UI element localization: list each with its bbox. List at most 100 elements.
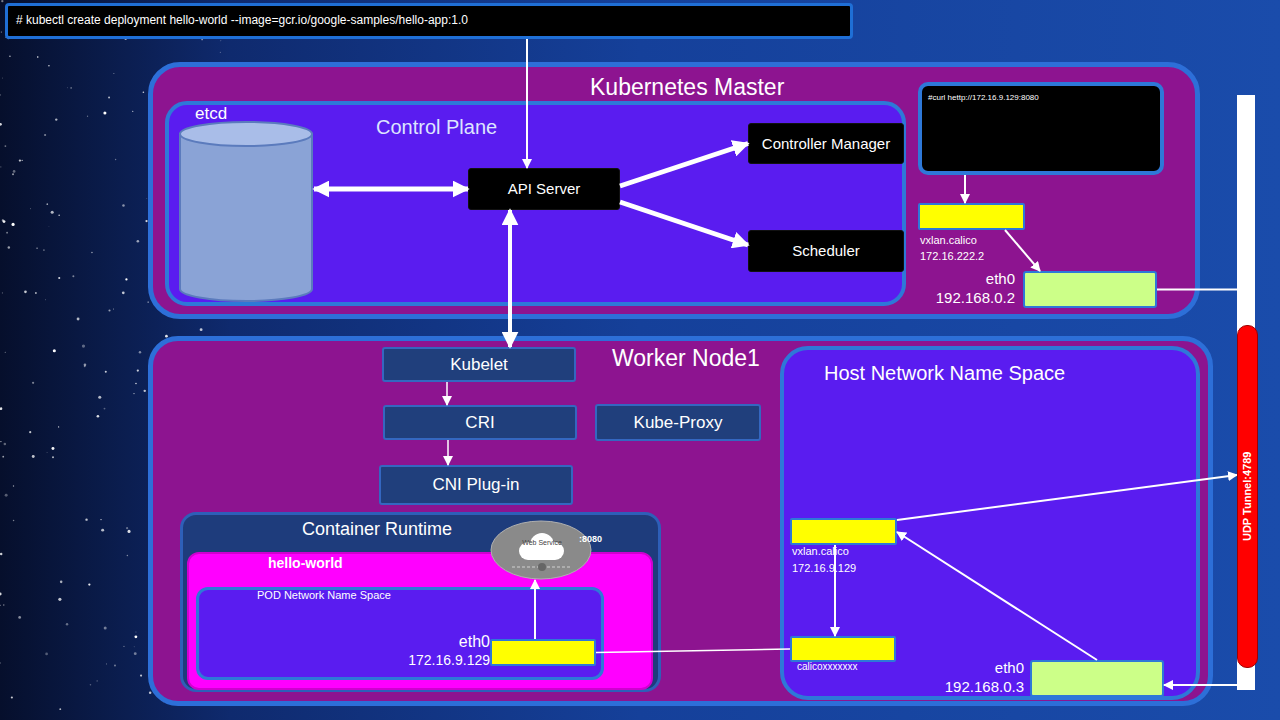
star-dot	[36, 247, 37, 248]
cylinder-body	[180, 134, 312, 301]
interface-box: vxlan.calico172.16.222.2	[918, 203, 1025, 230]
cluster-box: Kubernetes MasterControl Plane etcd API Se…	[148, 62, 1200, 319]
star-dot	[2, 219, 4, 221]
star-dot	[90, 684, 92, 686]
star-dot	[149, 691, 152, 694]
node-text: API Server	[508, 180, 581, 197]
star-dot	[98, 396, 101, 399]
star-dot	[6, 232, 8, 234]
tunnel-band: UDP Tunnel:4789	[1237, 325, 1258, 668]
star-dot	[3, 604, 4, 605]
star-dot	[200, 328, 203, 331]
star-dot	[143, 91, 145, 93]
agent-box: Kube-Proxy	[595, 404, 761, 441]
star-dot	[11, 223, 14, 226]
node-text: 192.168.0.3	[945, 678, 1024, 695]
star-dot	[48, 226, 50, 228]
star-dot	[4, 145, 6, 147]
node-text: Container Runtime	[302, 519, 452, 540]
node-text: Kubelet	[450, 355, 508, 375]
star-dot	[105, 371, 107, 373]
node-text: eth0	[459, 633, 490, 651]
star-dot	[220, 52, 221, 53]
star-dot	[48, 65, 49, 66]
star-dot	[139, 351, 141, 353]
star-dot	[100, 519, 101, 520]
star-dot	[122, 204, 125, 207]
star-dot	[127, 555, 129, 557]
star-dot	[1, 31, 2, 32]
star-dot	[37, 56, 39, 58]
node-text: CNI Plug-in	[433, 475, 520, 495]
star-dot	[58, 214, 59, 215]
star-dot	[0, 605, 1, 606]
namespace-box: Host Network Name Spacevxlan.calico172.1…	[780, 346, 1200, 700]
cloud-dot	[538, 563, 546, 571]
nic-box: eth0192.168.0.3	[1030, 660, 1164, 697]
node-text: # kubectl create deployment hello-world …	[16, 14, 468, 28]
star-dot	[66, 623, 68, 625]
node-text: hello-world	[268, 555, 343, 571]
star-dot	[0, 553, 2, 555]
star-dot	[13, 170, 16, 173]
star-dot	[19, 159, 21, 161]
terminal-box: # kubectl create deployment hello-world …	[5, 3, 853, 39]
node-text: eth0	[995, 659, 1024, 676]
star-dot	[45, 299, 47, 301]
node-text: Kubernetes Master	[590, 74, 784, 100]
star-dot	[85, 518, 87, 520]
component-box: Controller Manager	[748, 123, 904, 164]
star-dot	[5, 494, 8, 497]
star-dot	[137, 240, 140, 243]
star-dot	[1, 0, 3, 2]
star-dot	[91, 252, 93, 254]
star-dot	[59, 708, 61, 710]
star-dot	[12, 173, 14, 175]
node-text: calicoxxxxxxx	[797, 661, 858, 673]
star-dot	[112, 308, 114, 310]
star-dot	[58, 277, 60, 279]
star-dot	[144, 390, 146, 392]
star-dot	[3, 220, 6, 223]
node-text: CRI	[465, 413, 494, 433]
star-dot	[127, 530, 130, 533]
star-dot	[72, 275, 74, 277]
star-dot	[84, 364, 87, 367]
node-text: 172.16.9.129	[792, 562, 856, 575]
star-dot	[29, 431, 31, 433]
agent-box: CNI Plug-in	[379, 465, 573, 505]
star-dot	[13, 485, 14, 486]
star-dot	[135, 631, 137, 633]
star-dot	[97, 680, 98, 681]
star-dot	[0, 166, 1, 167]
star-dot	[44, 134, 46, 136]
star-dot	[58, 598, 61, 601]
node-text: 192.168.0.2	[936, 289, 1015, 306]
database-cylinder: etcd	[178, 104, 314, 303]
cloud-puff	[528, 548, 555, 560]
node-text: Control Plane	[376, 116, 497, 139]
service-cloud: Web Service:8080	[490, 520, 592, 580]
node-text: Kube-Proxy	[634, 413, 723, 433]
node-text: vxlan.calico	[920, 234, 977, 247]
star-dot	[70, 87, 71, 88]
star-dot	[134, 635, 137, 638]
star-dot	[35, 292, 37, 294]
interface-box: calicoxxxxxxx	[790, 636, 896, 662]
star-dot	[140, 674, 142, 676]
star-dot	[97, 415, 100, 418]
star-dot	[9, 55, 10, 56]
cylinder-shape	[178, 104, 314, 303]
star-dot	[108, 309, 110, 311]
star-dot	[8, 246, 10, 248]
star-dot	[53, 349, 56, 352]
star-dot	[88, 583, 90, 585]
node-text: Web Service	[522, 539, 562, 546]
star-dot	[87, 116, 88, 117]
star-dot	[24, 290, 27, 293]
cloud-disc	[491, 521, 591, 579]
star-dot	[113, 73, 114, 74]
star-dot	[106, 663, 108, 665]
node-text: Host Network Name Space	[824, 362, 1065, 385]
